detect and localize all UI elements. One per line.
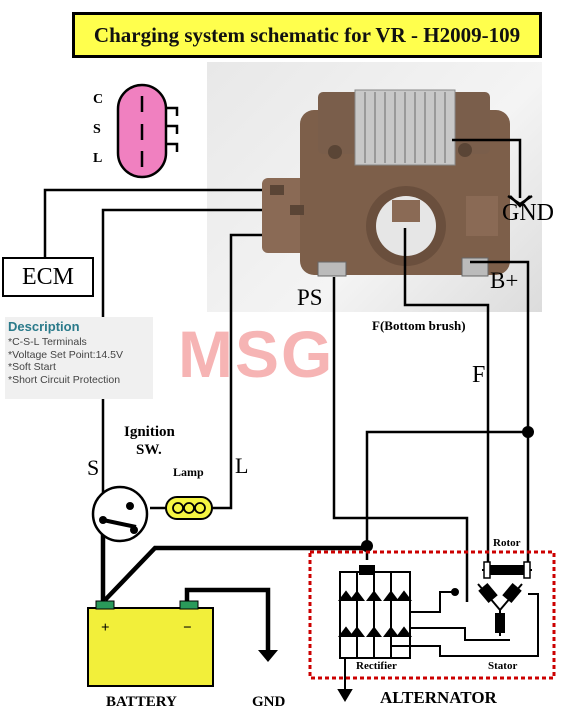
- b-plus-label: B+: [490, 268, 519, 293]
- ignition-switch-icon: [91, 485, 149, 543]
- top-ground-arrow-icon: [509, 195, 531, 208]
- junction-dots: [361, 426, 534, 552]
- ps-label: PS: [297, 285, 323, 310]
- diagram-title: Charging system schematic for VR - H2009…: [72, 12, 542, 58]
- rectifier-label: Rectifier: [356, 660, 397, 672]
- f-label: F: [472, 362, 486, 388]
- battery-label: BATTERY: [106, 694, 177, 710]
- rotor-icon: [482, 561, 532, 579]
- description-item: *Voltage Set Point:14.5V: [8, 348, 124, 361]
- battery-icon: [87, 600, 214, 687]
- ignition-label: Ignition: [124, 424, 175, 440]
- battery-ground-arrow-icon: [258, 650, 278, 662]
- battery-minus-label: −: [183, 620, 192, 636]
- voltage-regulator-image: [262, 89, 510, 277]
- pin-label-s: S: [93, 122, 101, 137]
- ecm-box: ECM: [2, 257, 94, 297]
- s-label: S: [87, 455, 100, 480]
- ground-label-top: GND: [502, 200, 554, 226]
- f-bottom-brush-label: F(Bottom brush): [372, 318, 466, 333]
- rectifier-icon: [337, 565, 412, 702]
- description-item: *C-S-L Terminals: [8, 336, 87, 348]
- watermark-logo: MSG: [178, 317, 335, 391]
- description-panel: Description *C-S-L Terminals *Voltage Se…: [5, 317, 153, 399]
- battery-cables: [100, 528, 367, 650]
- stator-label: Stator: [488, 660, 518, 672]
- pin-label-c: C: [93, 92, 104, 107]
- ignition-sw-label: SW.: [136, 442, 162, 458]
- description-item: *Soft Start: [8, 361, 56, 373]
- lamp-label: Lamp: [173, 465, 204, 479]
- description-item: *Short Circuit Protection: [8, 373, 121, 386]
- stator-icon: [391, 583, 539, 657]
- lamp-icon: [165, 496, 213, 520]
- alternator-label: ALTERNATOR: [380, 688, 497, 707]
- battery-plus-label: +: [101, 620, 110, 636]
- wiring-lines: [43, 138, 533, 602]
- csl-connector-icon: [116, 83, 179, 179]
- rotor-label: Rotor: [493, 537, 521, 549]
- pin-label-l: L: [93, 151, 103, 166]
- alternator-boundary: [308, 550, 556, 680]
- description-heading: Description: [8, 319, 80, 334]
- battery-ground-label: GND: [252, 694, 286, 710]
- l-label: L: [235, 453, 249, 478]
